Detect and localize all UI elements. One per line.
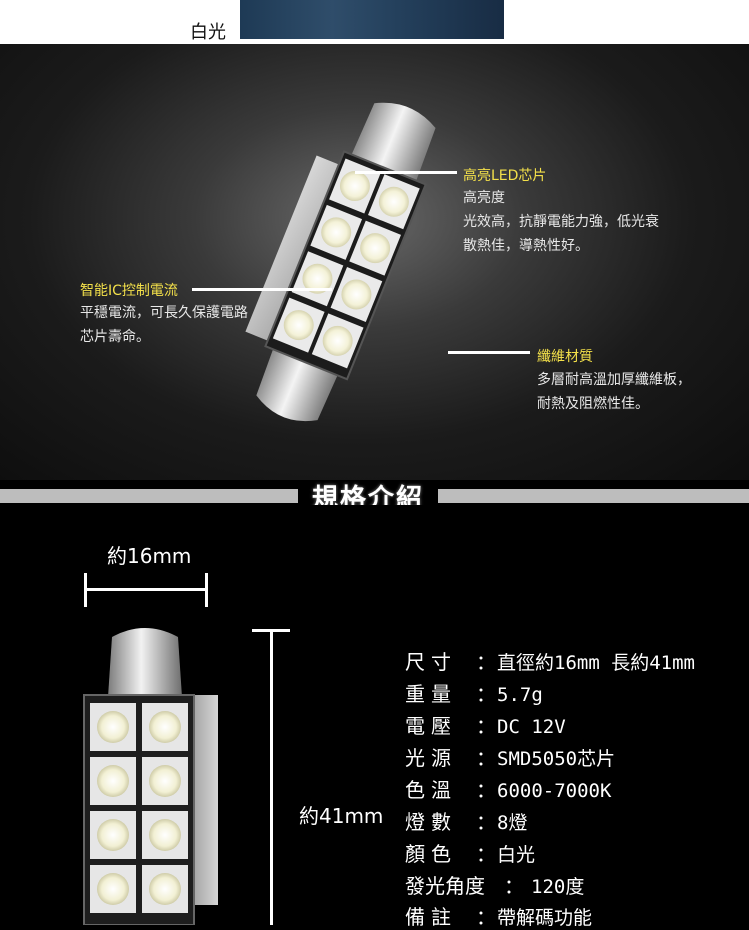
width-dimension-label: 約16mm [107,544,192,568]
spec-row-led-count: 燈數：8燈 [405,810,528,834]
spec-row-color: 顏色：白光 [405,842,536,866]
color-swatch [240,0,504,39]
section-bar-left [0,489,298,503]
led-bulb-front-image [83,628,218,925]
led-chip-title: 高亮LED芯片 [463,168,547,184]
spec-row-note: 備註：帶解碼功能 [405,905,593,929]
fiber-material-title: 纖維材質 [537,349,593,365]
length-dimension-label: 約41mm [299,804,384,828]
leader-line-led [355,171,457,174]
spec-row-voltage: 電壓：DC 12V [405,714,566,738]
led-bulb-image [245,102,436,421]
ic-control-title: 智能IC控制電流 [80,283,178,299]
width-tick-left [84,573,87,607]
spec-row-weight: 重量：5.7g [405,682,543,706]
section-bar-right [438,489,749,503]
spec-row-color-temp: 色溫：6000-7000K [405,778,612,802]
feature-panel: 高亮LED芯片 高亮度 光效高，抗靜電能力強，低光衰 散熱佳，導熱性好。 智能I… [0,44,749,480]
spec-row-light-source: 光源：SMD5050芯片 [405,746,616,770]
leader-line-ic [192,288,332,291]
width-dimension-line [84,588,208,591]
leader-line-fiber [448,351,530,354]
length-dimension-line [270,629,273,925]
color-option-label: 白光 [190,22,226,43]
led-chip-desc: 高亮度 光效高，抗靜電能力強，低光衰 散熱佳，導熱性好。 [463,190,659,254]
spec-row-beam-angle: 發光角度：120度 [405,874,585,898]
spec-row-size: 尺寸：直徑約16mm 長約41mm [405,650,695,674]
ic-control-desc: 平穩電流，可長久保護電路 芯片壽命。 [80,305,248,345]
width-tick-right [205,573,208,607]
fiber-material-desc: 多層耐高溫加厚纖維板， 耐熱及阻燃性佳。 [537,372,691,412]
